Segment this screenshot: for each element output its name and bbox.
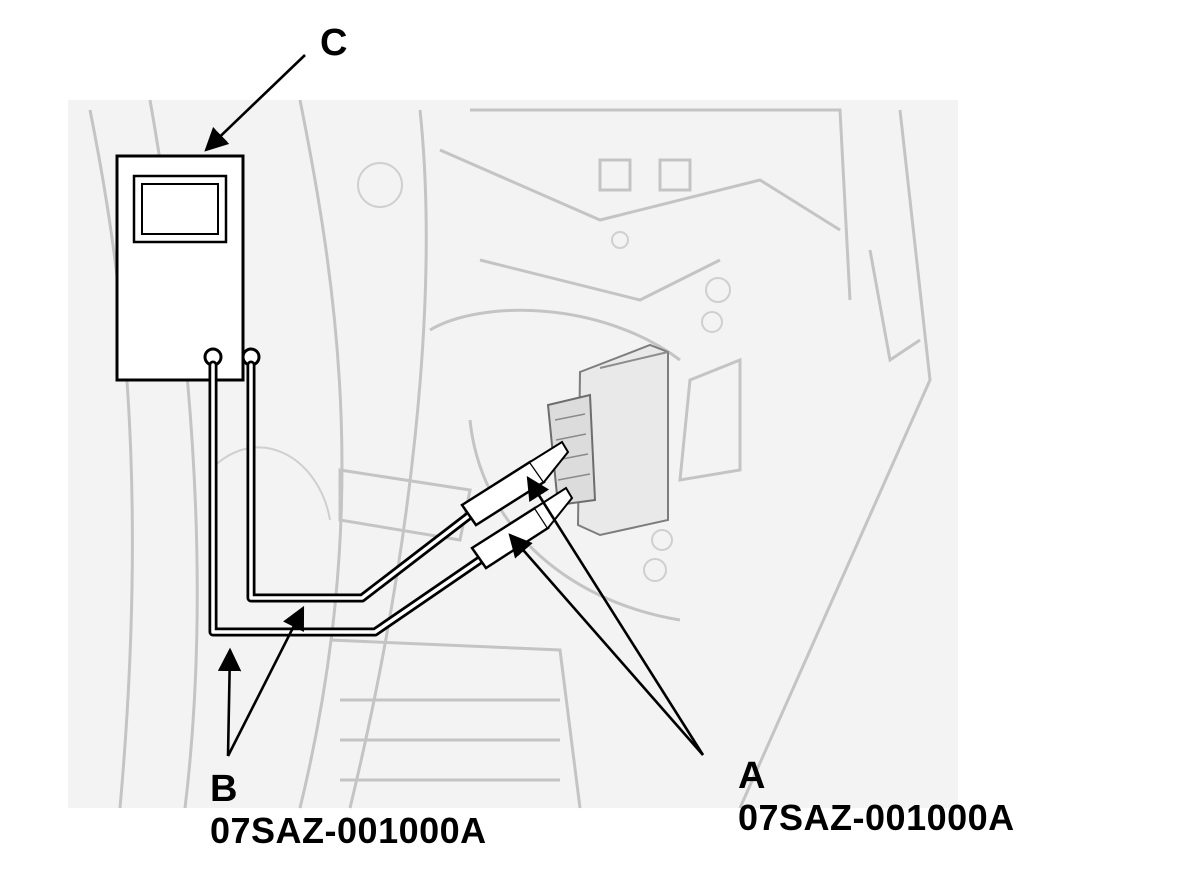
arrow-c: [204, 54, 306, 152]
probe-tips: [460, 440, 574, 570]
connector-unit: [546, 343, 669, 537]
leader-arrows: [204, 54, 705, 757]
tester-device: [115, 154, 261, 382]
arrow-a-lower: [508, 533, 704, 756]
callout-c-letter: C: [320, 22, 348, 64]
arrow-b-right: [226, 605, 305, 757]
arrow-b-left: [217, 647, 242, 757]
callout-a-letter: A: [738, 755, 766, 797]
arrow-a-upper: [526, 476, 705, 756]
callout-b-letter: B: [210, 768, 238, 810]
callout-b-part-number: 07SAZ-001000A: [210, 810, 487, 851]
callout-a-part-number: 07SAZ-001000A: [738, 797, 1015, 838]
